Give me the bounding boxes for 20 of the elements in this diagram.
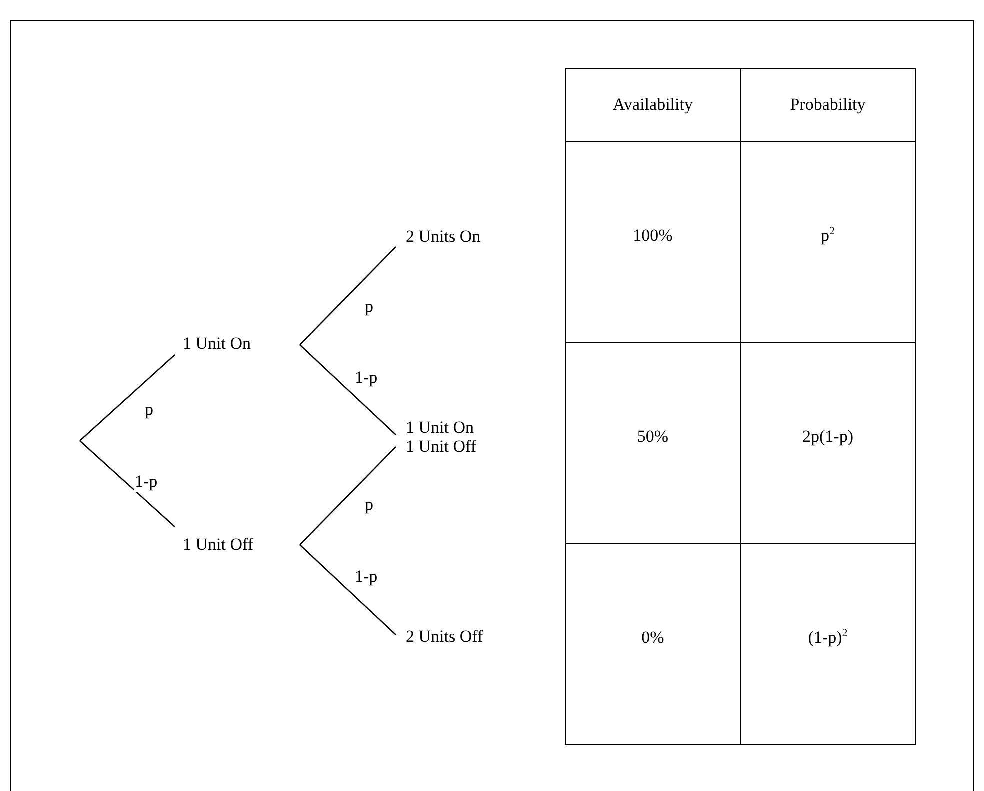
table-value: 0% — [642, 628, 664, 648]
outcome-label: 1 Unit Off — [183, 535, 254, 555]
outcome-label: 1 Unit On — [183, 334, 251, 354]
branch-line — [80, 354, 176, 442]
branch-line — [300, 344, 396, 436]
table-value: (1-p)$^{2}$ — [808, 628, 848, 648]
branch-line — [300, 246, 396, 346]
column-header: Probability — [790, 95, 866, 115]
outcome-label: 2 Units Off — [406, 627, 484, 647]
table-value: 2p(1-p) — [802, 427, 854, 447]
branch-line — [80, 440, 176, 528]
outcome-label: 1 Unit On — [406, 418, 474, 438]
table-value: 100% — [633, 226, 673, 246]
column-header: Availability — [613, 95, 693, 115]
outcome-label: 1 Unit Off — [406, 437, 477, 457]
table-value: 50% — [637, 427, 669, 447]
branch-line — [300, 446, 396, 546]
table-value: p$^{2}$ — [821, 226, 835, 246]
outcome-label: 2 Units On — [406, 227, 481, 247]
branch-line — [300, 544, 396, 636]
